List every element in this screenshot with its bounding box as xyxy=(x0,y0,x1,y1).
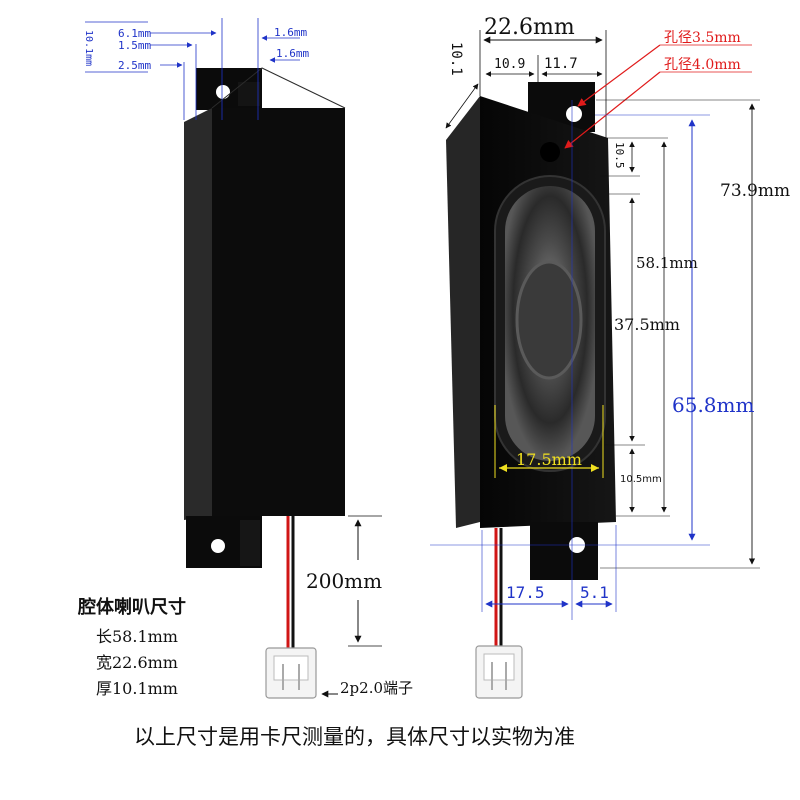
left-body-front xyxy=(212,108,345,516)
spec-title: 腔体喇叭尺寸 xyxy=(77,596,186,618)
driver-dustcap xyxy=(515,260,583,380)
bottom-right-label: 5.1 xyxy=(580,583,609,602)
right-connector xyxy=(475,645,523,699)
left-bottom-hole xyxy=(211,539,225,553)
spec-length: 长58.1mm xyxy=(96,627,178,646)
wire-length-dimension xyxy=(348,515,382,647)
left-top-hole xyxy=(216,85,230,99)
right-bottom-tab xyxy=(530,522,598,580)
margin-bottom-label: 10.5mm xyxy=(620,474,662,485)
margin-top-label: 10.5 xyxy=(613,142,626,169)
driver-width-label: 17.5mm xyxy=(516,450,582,469)
right-bottom-dimensions xyxy=(481,525,617,612)
bottom-left-label: 17.5 xyxy=(506,583,545,602)
hole-4-0-label: 孔径4.0mm xyxy=(664,57,741,73)
spec-width: 宽22.6mm xyxy=(96,653,178,672)
total-width-label: 22.6mm xyxy=(484,15,575,40)
right-vertical-dimensions xyxy=(430,99,760,620)
hole-spacing-label: 65.8mm xyxy=(672,393,754,417)
wire-length-label: 200mm xyxy=(306,569,382,593)
half-right-label: 11.7 xyxy=(544,56,578,72)
right-front-hole xyxy=(540,142,560,162)
connector-label: 2p2.0端子 xyxy=(340,679,413,697)
inner-length-label: 58.1mm xyxy=(636,254,698,272)
dim-1-5mm: 1.5mm xyxy=(118,39,151,52)
hole-4-0-pointer xyxy=(564,71,661,149)
hole-3-5-label: 孔径3.5mm xyxy=(664,30,741,46)
footer-note: 以上尺寸是用卡尺测量的，具体尺寸以实物为准 xyxy=(134,725,575,749)
half-left-label: 10.9 xyxy=(494,57,525,72)
dim-1-6mm-bottom: 1.6mm xyxy=(276,47,309,60)
left-body-side xyxy=(184,108,212,520)
right-top-dimensions xyxy=(445,30,607,138)
driver-length-label: 37.5mm xyxy=(614,315,680,334)
right-top-hole xyxy=(566,106,582,122)
dim-10-1mm-vertical: 10.1mm xyxy=(83,30,94,66)
left-side-view xyxy=(184,67,346,699)
dim-2-5mm: 2.5mm xyxy=(118,59,151,72)
total-length-label: 73.9mm xyxy=(720,181,790,201)
dim-1-6mm-top: 1.6mm xyxy=(274,26,307,39)
hole-3-5-pointer xyxy=(577,44,661,107)
spec-thickness: 厚10.1mm xyxy=(96,679,178,698)
dim-6-1mm: 6.1mm xyxy=(118,27,151,40)
right-body-side xyxy=(446,96,480,528)
left-connector xyxy=(265,647,317,699)
driver-width-dimension xyxy=(494,405,604,478)
left-top-dimensions xyxy=(85,18,300,120)
depth-label: 10.1 xyxy=(448,42,464,76)
right-front-view xyxy=(446,82,616,699)
